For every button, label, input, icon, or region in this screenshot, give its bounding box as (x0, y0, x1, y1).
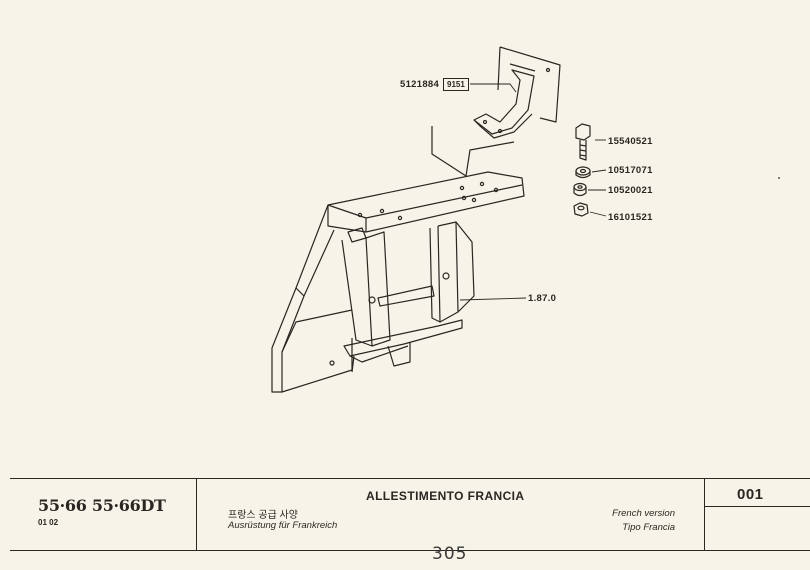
title-block-bottom-rule (10, 550, 810, 551)
callout-frame-reference: 1.87.0 (528, 293, 557, 304)
table-number: 001 (737, 486, 764, 503)
callout-washer-part-number: 10517071 (608, 165, 653, 176)
title-block-divider-right (704, 478, 705, 550)
model-designation: 55·66 55·66DT (38, 496, 166, 515)
title-tipo: Tipo Francia (622, 522, 675, 533)
callout-bracket-part-number: 5121884 (400, 79, 440, 90)
callout-bolt-part-number: 15540521 (608, 136, 653, 147)
callout-bracket-box-code: 9151 (443, 78, 469, 91)
mounting-bracket-drawing (473, 46, 561, 139)
callout-spacer-part-number: 10520021 (608, 185, 653, 196)
lock-washer-drawing (575, 166, 591, 179)
title-italian: ALLESTIMENTO FRANCIA (366, 489, 525, 503)
callout-nut-part-number: 16101521 (608, 212, 653, 223)
frame-assembly-drawing (271, 171, 525, 393)
title-korean: 프랑스 공급 사양 (228, 510, 298, 521)
title-block-top-rule (10, 478, 810, 479)
hex-nut-drawing (573, 202, 589, 217)
speck (778, 177, 780, 179)
title-block: 55·66 55·66DT 01 02 ALLESTIMENTO FRANCIA… (10, 478, 810, 551)
spacer-drawing (573, 182, 587, 197)
title-block-divider-left (196, 478, 197, 550)
page-code: 01 02 (38, 518, 59, 527)
handwritten-page-note: 305 (432, 544, 468, 564)
title-german: Ausrüstung für Frankreich (228, 520, 338, 531)
table-number-rule (704, 506, 810, 507)
hex-bolt-drawing (575, 123, 591, 161)
title-english: French version (612, 508, 675, 519)
